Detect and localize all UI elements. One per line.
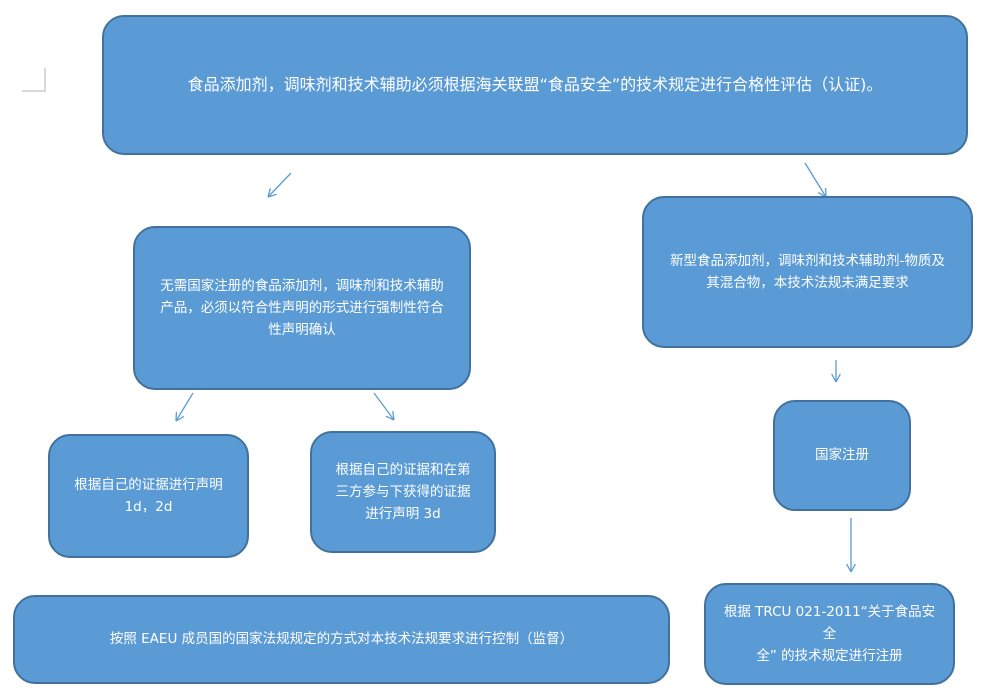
node-trcu-registration-text: 根据 TRCU 021-2011“关于食品安全 全” 的技术规定进行注册 (723, 603, 936, 665)
node-top: 食品添加剂，调味剂和技术辅助必须根据海关联盟“食品安全”的技术规定进行合格性评估… (102, 15, 968, 155)
arrow-new_products-to-state_registration (831, 360, 841, 383)
arrow-top-to-declaration (267, 172, 292, 198)
node-top-text: 食品添加剂，调味剂和技术辅助必须根据海关联盟“食品安全”的技术规定进行合格性评估… (187, 74, 883, 94)
node-new-products-text: 新型食品添加剂，调味剂和技术辅助剂-物质及 其混合物，本技术法规未满足要求 (670, 252, 945, 291)
node-new-products: 新型食品添加剂，调味剂和技术辅助剂-物质及 其混合物，本技术法规未满足要求 (642, 196, 973, 348)
arrow-top-to-new_products (804, 162, 827, 198)
node-own-evidence-text: 根据自己的证据进行声明 1d，2d (74, 476, 223, 515)
corner-mark (22, 68, 46, 92)
node-control: 按照 EAEU 成员国的国家法规规定的方式对本技术法规要求进行控制（监督） (13, 595, 670, 684)
arrow-state_registration-to-trcu_registration (846, 518, 856, 573)
node-control-text: 按照 EAEU 成员国的国家法规规定的方式对本技术法规要求进行控制（监督） (109, 631, 574, 648)
arrow-declaration-to-third_party (373, 392, 395, 421)
node-state-registration: 国家注册 (773, 400, 911, 511)
arrow-declaration-to-own_evidence (175, 392, 194, 422)
node-third-party: 根据自己的证据和在第 三方参与下获得的证据 进行声明 3d (310, 431, 496, 553)
node-trcu-registration: 根据 TRCU 021-2011“关于食品安全 全” 的技术规定进行注册 (704, 583, 955, 685)
node-declaration: 无需国家注册的食品添加剂，调味剂和技术辅助 产品，必须以符合性声明的形式进行强制… (133, 226, 471, 390)
node-state-registration-text: 国家注册 (815, 447, 869, 464)
node-declaration-text: 无需国家注册的食品添加剂，调味剂和技术辅助 产品，必须以符合性声明的形式进行强制… (160, 277, 444, 339)
node-own-evidence: 根据自己的证据进行声明 1d，2d (48, 434, 249, 558)
node-third-party-text: 根据自己的证据和在第 三方参与下获得的证据 进行声明 3d (335, 461, 471, 523)
